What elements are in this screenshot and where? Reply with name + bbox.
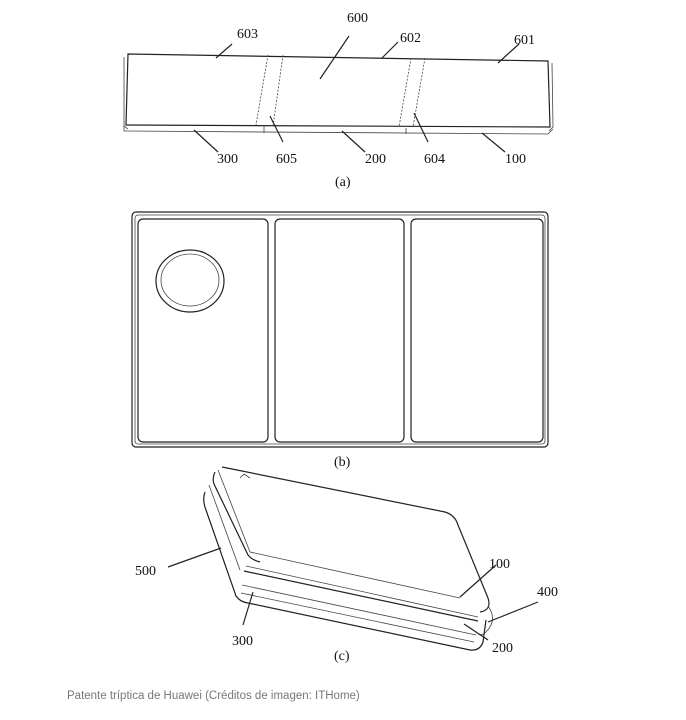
label-100: 100 (489, 557, 510, 572)
label-100: 100 (505, 152, 526, 167)
label-300: 300 (217, 152, 238, 167)
camera-module (155, 249, 225, 313)
figure-b-back-view: (b) (131, 211, 549, 470)
label-602: 602 (400, 31, 421, 46)
label-200: 200 (492, 641, 513, 656)
label-605: 605 (276, 152, 297, 167)
image-caption: Patente tríptica de Huawei (Créditos de … (67, 690, 360, 702)
label-200: 200 (365, 152, 386, 167)
caption-c: (c) (334, 649, 350, 664)
label-500: 500 (135, 564, 156, 579)
label-300: 300 (232, 634, 253, 649)
caption-a: (a) (335, 175, 351, 190)
label-600: 600 (347, 11, 368, 26)
figure-c-folded-perspective: 500 300 100 400 200 (c) (135, 466, 558, 664)
caption-b: (b) (334, 455, 351, 470)
label-601: 601 (514, 33, 535, 48)
label-400: 400 (537, 585, 558, 600)
patent-drawing: 603 600 602 601 300 605 200 604 100 (a) … (123, 11, 558, 664)
label-604: 604 (424, 152, 445, 167)
label-603: 603 (237, 27, 258, 42)
figure-a-unfolded-perspective: 603 600 602 601 300 605 200 604 100 (a) (123, 11, 554, 190)
